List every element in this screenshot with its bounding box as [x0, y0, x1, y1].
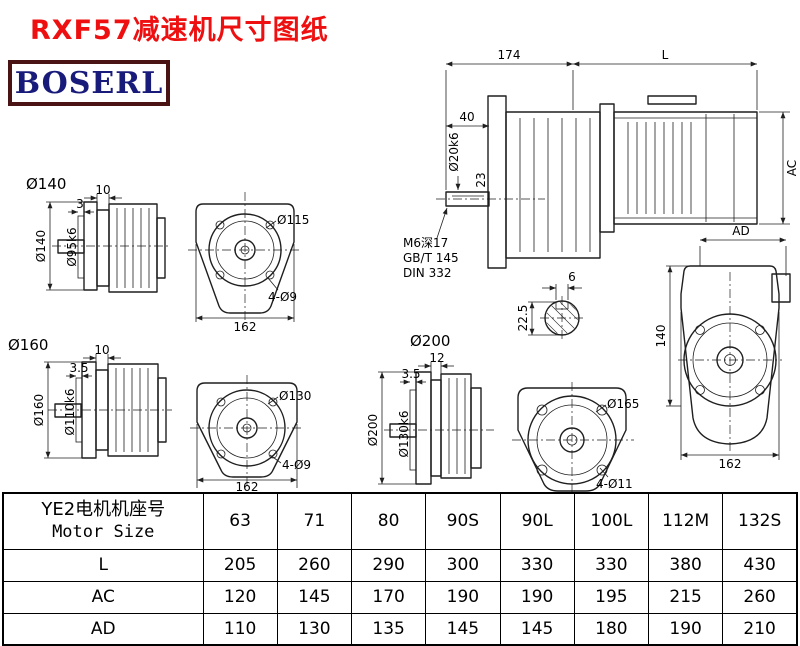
dim-label-140-od: Ø140 — [34, 230, 48, 262]
value-cell: 195 — [573, 580, 650, 614]
dim-label-115: Ø115 — [277, 213, 309, 227]
value-cell: 170 — [350, 580, 427, 614]
view-rear: AD 140 162 — [654, 224, 791, 471]
dim-label-140-10: 10 — [95, 183, 110, 197]
value-cell: 260 — [276, 548, 353, 582]
dim-label-165: Ø165 — [607, 397, 639, 411]
view-flange-140: Ø140 10 3 Ø140 Ø95k6 — [26, 175, 170, 293]
dim-label-200-12: 12 — [429, 351, 444, 365]
col-header: 90S — [425, 492, 501, 550]
col-header: 71 — [276, 492, 353, 550]
dim-label-200-35: 3.5 — [401, 367, 420, 381]
dim-label-200-od: Ø200 — [366, 414, 380, 446]
dim-label-165-holes: 4-Ø11 — [596, 477, 633, 491]
col-header: 132S — [722, 492, 798, 550]
dim-label-115-holes: 4-Ø9 — [268, 290, 297, 304]
value-cell: 330 — [573, 548, 650, 582]
value-cell: 135 — [350, 612, 427, 646]
tap-callout-line1: M6深17 — [403, 236, 448, 250]
logo-text: BOSERL — [14, 65, 164, 101]
col-header: 100L — [573, 492, 650, 550]
dim-label-140: 140 — [654, 325, 668, 348]
value-cell: 300 — [425, 548, 501, 582]
keyway-section: 6 22.5 — [516, 270, 584, 342]
value-cell: 110 — [202, 612, 278, 646]
dim-label-AD: AD — [732, 224, 749, 238]
dim-label-rear-162: 162 — [719, 457, 742, 471]
dim-label-160-od: Ø160 — [32, 394, 46, 426]
value-cell: 290 — [350, 548, 427, 582]
view-front-165: Ø165 4-Ø11 — [512, 382, 639, 492]
row-label: L — [2, 548, 204, 582]
technical-drawing: 174 L 40 Ø20k6 23 — [8, 48, 799, 494]
dim-label-AC: AC — [785, 160, 799, 176]
view-flange-200: Ø200 12 3.5 Ø200 Ø130k6 — [366, 332, 494, 485]
value-cell: 180 — [573, 612, 650, 646]
dim-label-160-spigot: Ø110k6 — [63, 389, 77, 436]
value-cell: 145 — [276, 580, 353, 614]
value-cell: 130 — [276, 612, 353, 646]
dim-label-174: 174 — [498, 48, 521, 62]
dim-label-key-depth: 22.5 — [516, 305, 530, 332]
view-flange-160: Ø160 10 3.5 Ø160 Ø110k6 — [8, 336, 172, 459]
value-cell: 120 — [202, 580, 278, 614]
col-header: 63 — [202, 492, 278, 550]
dim-label-23: 23 — [474, 172, 488, 187]
dim-label-40: 40 — [459, 110, 474, 124]
dimension-table: YE2电机机座号 Motor Size 63 71 80 90S 90L 100… — [2, 492, 798, 646]
value-cell: 430 — [722, 548, 798, 582]
value-cell: 145 — [499, 612, 575, 646]
value-cell: 190 — [499, 580, 575, 614]
col-header: 90L — [499, 492, 575, 550]
view-title-140: Ø140 — [26, 175, 66, 193]
dim-label-shaft-dia: Ø20k6 — [447, 132, 461, 171]
dim-label-160-35: 3.5 — [69, 361, 88, 375]
value-cell: 145 — [425, 612, 501, 646]
dim-label-130-holes: 4-Ø9 — [282, 458, 311, 472]
boserl-logo: BOSERL — [8, 60, 170, 106]
value-cell: 380 — [647, 548, 724, 582]
value-cell: 260 — [722, 580, 798, 614]
view-main-assembly: 174 L 40 Ø20k6 23 — [403, 48, 799, 342]
dim-label-140-3: 3 — [76, 197, 84, 211]
dim-label-key-width: 6 — [568, 270, 576, 284]
table-header-row: YE2电机机座号 Motor Size 63 71 80 90S 90L 100… — [2, 492, 798, 550]
table-row-L: L 205 260 290 300 330 330 380 430 — [2, 548, 798, 582]
view-title-200: Ø200 — [410, 332, 450, 350]
col-header: 80 — [350, 492, 427, 550]
tap-callout-line2: GB/T 145 — [403, 251, 459, 265]
tap-callout-line3: DIN 332 — [403, 266, 451, 280]
table-row-AD: AD 110 130 135 145 145 180 190 210 — [2, 612, 798, 646]
motor-size-label-en: Motor Size — [52, 521, 155, 542]
dim-label-L: L — [662, 48, 669, 62]
page-title: RXF57减速机尺寸图纸 — [30, 15, 329, 46]
value-cell: 190 — [647, 612, 724, 646]
value-cell: 330 — [499, 548, 575, 582]
view-front-130: Ø130 4-Ø9 162 — [190, 375, 311, 494]
dim-label-115-162: 162 — [234, 320, 257, 334]
col-header: 112M — [647, 492, 724, 550]
dim-label-130: Ø130 — [279, 389, 311, 403]
dim-label-160-10: 10 — [94, 343, 109, 357]
dim-label-130-162: 162 — [236, 480, 259, 494]
motor-size-label-cn: YE2电机机座号 — [41, 499, 166, 521]
view-title-160: Ø160 — [8, 336, 48, 354]
dim-label-200-spigot: Ø130k6 — [397, 411, 411, 458]
view-front-115: Ø115 4-Ø9 162 — [188, 192, 309, 334]
value-cell: 205 — [202, 548, 278, 582]
dim-label-140-spigot: Ø95k6 — [65, 227, 79, 266]
motor-size-header: YE2电机机座号 Motor Size — [2, 492, 204, 550]
table-row-AC: AC 120 145 170 190 190 195 215 260 — [2, 580, 798, 614]
row-label: AD — [2, 612, 204, 646]
row-label: AC — [2, 580, 204, 614]
value-cell: 215 — [647, 580, 724, 614]
value-cell: 190 — [425, 580, 501, 614]
value-cell: 210 — [722, 612, 798, 646]
